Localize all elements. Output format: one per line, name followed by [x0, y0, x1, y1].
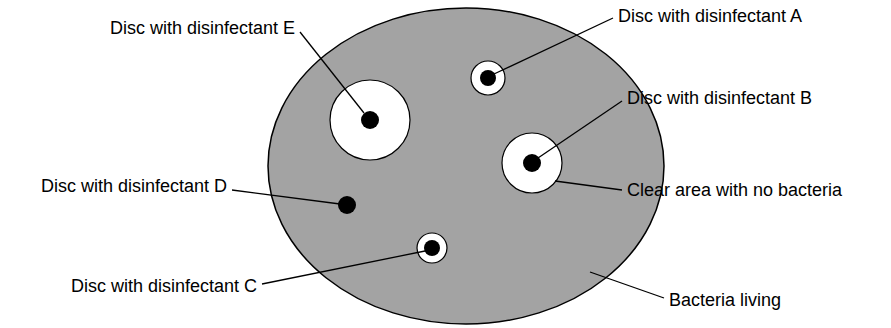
- label-text: Bacteria living: [669, 290, 781, 311]
- bacteria-lawn: [268, 8, 664, 324]
- leader-line: [494, 18, 613, 74]
- disc: [361, 111, 379, 129]
- disc: [424, 240, 440, 256]
- label-text: Disc with disinfectant A: [618, 6, 802, 27]
- label-text: Disc with disinfectant C: [71, 276, 257, 297]
- label-text: Disc with disinfectant E: [110, 18, 295, 39]
- clear-zone: [417, 233, 447, 263]
- leader-line: [232, 190, 340, 204]
- disc: [480, 70, 496, 86]
- clear-zone: [330, 80, 410, 160]
- label-text: Clear area with no bacteria: [627, 180, 842, 201]
- disc: [338, 196, 356, 214]
- leader-line: [555, 181, 622, 190]
- leader-line: [300, 32, 364, 113]
- leader-line: [590, 272, 664, 298]
- label-text: Disc with disinfectant B: [627, 88, 812, 109]
- leader-line: [538, 101, 622, 158]
- clear-zone: [471, 61, 505, 95]
- label-text: Disc with disinfectant D: [41, 176, 227, 197]
- clear-zone: [502, 133, 562, 193]
- leader-line: [262, 251, 425, 284]
- disc: [523, 154, 541, 172]
